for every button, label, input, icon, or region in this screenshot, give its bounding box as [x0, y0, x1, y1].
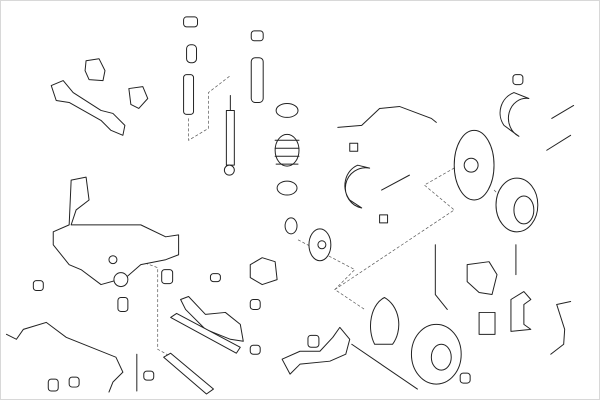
subframe[interactable]: [52, 176, 180, 288]
spring-right[interactable]: [551, 104, 575, 119]
backing-plate[interactable]: [453, 129, 495, 201]
adjuster[interactable]: [379, 214, 389, 224]
bushing[interactable]: [32, 280, 44, 292]
spring-seat-bottom[interactable]: [276, 180, 298, 196]
spring-seat-top[interactable]: [275, 102, 299, 118]
abs-sensor-cable[interactable]: [434, 244, 448, 310]
bushing[interactable]: [161, 269, 174, 285]
trailing-arm[interactable]: [180, 296, 244, 342]
brake-pads[interactable]: [478, 311, 496, 335]
bushing[interactable]: [249, 344, 261, 355]
bushing[interactable]: [249, 299, 261, 310]
rubber-stop[interactable]: [512, 74, 524, 86]
brake-disc[interactable]: [410, 323, 462, 385]
bushing[interactable]: [209, 273, 221, 283]
shock-absorber[interactable]: [223, 95, 235, 176]
mount-bracket[interactable]: [249, 257, 278, 286]
return-spring[interactable]: [381, 174, 410, 191]
leader-lines: [135, 75, 505, 360]
bushing[interactable]: [307, 334, 320, 348]
lower-control-arm[interactable]: [170, 312, 241, 354]
protective-sleeve[interactable]: [163, 352, 214, 395]
caliper-bracket[interactable]: [510, 291, 532, 332]
drive-shaft[interactable]: [50, 80, 126, 136]
spring-clip[interactable]: [546, 134, 572, 151]
bushing[interactable]: [68, 376, 80, 388]
wheel-bearing[interactable]: [284, 217, 298, 235]
wheel-hub[interactable]: [308, 228, 332, 262]
bushing[interactable]: [143, 370, 155, 381]
wheel-carrier[interactable]: [281, 326, 351, 375]
cv-boot-outer[interactable]: [128, 86, 149, 109]
bump-stop[interactable]: [186, 44, 198, 64]
brake-shoe-right[interactable]: [499, 92, 530, 137]
brake-drum[interactable]: [495, 177, 539, 233]
dust-cover[interactable]: [250, 57, 264, 103]
bushing[interactable]: [117, 297, 129, 312]
bump-stop-rear[interactable]: [250, 30, 264, 42]
dust-tube[interactable]: [183, 74, 195, 115]
abs-cable[interactable]: [351, 343, 418, 390]
bleed-valve[interactable]: [349, 142, 359, 152]
brake-disc-shield[interactable]: [370, 297, 400, 345]
bushings: [32, 269, 320, 392]
brake-shoe-left[interactable]: [344, 164, 371, 209]
brake-hose[interactable]: [337, 105, 437, 128]
cv-boot-inner[interactable]: [84, 58, 106, 82]
abs-sensor-cable-right[interactable]: [550, 300, 572, 355]
stabilizer-bar[interactable]: [5, 321, 124, 393]
shock-mount-top[interactable]: [183, 16, 199, 28]
coil-spring[interactable]: [274, 133, 300, 167]
bushing[interactable]: [47, 378, 59, 392]
bushing-disc[interactable]: [459, 372, 471, 384]
brake-caliper[interactable]: [466, 261, 498, 296]
